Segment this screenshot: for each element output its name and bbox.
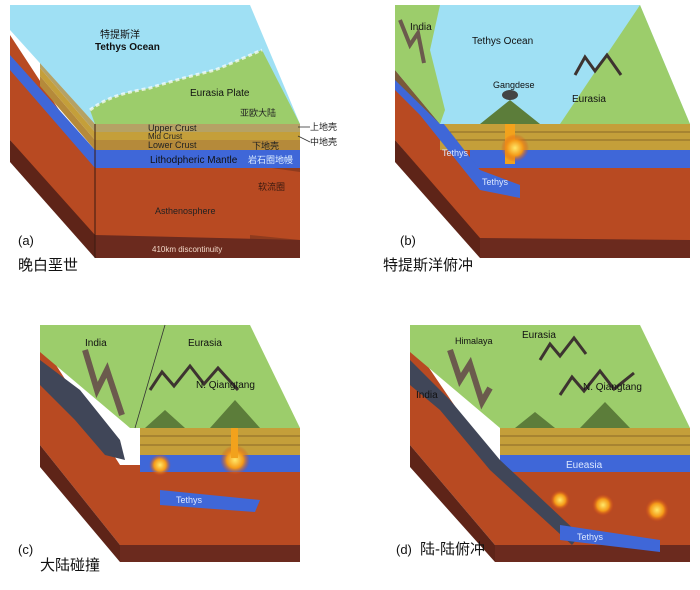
panel-d-tethys-slab xyxy=(560,525,660,552)
panel-a-lower-crust-label: Lower Crust xyxy=(148,140,197,150)
panel-a-mantle-label: Lithodpheric Mantle xyxy=(150,155,238,166)
panel-b-volcano-label: Gangdese xyxy=(493,80,535,90)
panel-d-caption: 陆-陆俯冲 xyxy=(420,541,485,558)
panel-c-id: (c) xyxy=(18,542,33,557)
panel-b-tethys-label-1: Tethys xyxy=(442,148,469,158)
panel-a-caption: 晚白垩世 xyxy=(18,257,78,274)
panel-b-caption: 特提斯洋俯冲 xyxy=(383,257,473,274)
panel-d-qiangtang-label: N. Qiangtang xyxy=(583,382,642,393)
panel-d-himalaya-label: Himalaya xyxy=(455,336,493,346)
panel-c-qiangtang-label: N. Qiangtang xyxy=(196,380,255,391)
panel-a-id: (a) xyxy=(18,233,34,248)
panel-c-caption: 大陆碰撞 xyxy=(40,556,100,574)
panel-d-qiangtang-mountains xyxy=(558,368,635,396)
panel-b-ocean-label: Tethys Ocean xyxy=(472,36,533,47)
panel-a-mid-crust xyxy=(40,68,300,140)
panel-a-tethys-en: Tethys Ocean xyxy=(95,42,160,53)
panel-d-id: (d) xyxy=(396,542,412,557)
panel-d-india-slab xyxy=(410,360,580,545)
panel-a-lower-crust-cn: 下地壳 xyxy=(252,140,279,151)
panel-b-id: (b) xyxy=(400,233,416,248)
panel-a-eurasia-land xyxy=(90,50,300,124)
panel-a-upper-crust-cn: 上地壳 xyxy=(310,121,337,132)
panel-d-eurasia-label: Eurasia xyxy=(522,330,556,341)
panel-c: India Eurasia N. Qiangtang Tethys xyxy=(40,324,300,562)
panel-d-eueasia-mantle xyxy=(500,455,690,472)
panel-a-mid-crust-cn: 中地壳 xyxy=(310,136,337,147)
panel-c-eurasia-mountains xyxy=(148,363,240,392)
panel-d-tethys-label: Tethys xyxy=(577,532,604,542)
panel-a-upper-crust-label: Upper Crust xyxy=(148,123,197,133)
panel-a-mantle-cn: 岩石圈地幔 xyxy=(248,154,293,165)
panel-d-eueasia-label: Eueasia xyxy=(566,460,603,471)
panel-b-volcano xyxy=(480,100,540,124)
panel-a-deep-layer xyxy=(95,235,300,258)
panel-c-asthenosphere xyxy=(40,340,300,545)
panel-a-plate-en: Eurasia Plate xyxy=(190,88,250,99)
panel-a-upper-crust xyxy=(40,60,300,132)
panel-b-eurasia-land xyxy=(560,5,690,124)
panel-a: 特提斯洋 Tethys Ocean Eurasia Plate 亚欧大陆 Upp… xyxy=(10,5,337,258)
panel-a-mid-crust-label: Mid Crust xyxy=(148,132,183,141)
panel-d-asthenosphere xyxy=(410,340,690,545)
panel-a-disc-label: 410km discontinuity xyxy=(152,245,222,254)
panel-c-eurasia-label: Eurasia xyxy=(188,338,222,349)
panel-d: Himalaya Eurasia India N. Qiangtang Euea… xyxy=(410,325,690,562)
panel-b-india-label: India xyxy=(410,22,432,33)
panel-a-lower-crust xyxy=(40,76,300,150)
panel-b-asthenosphere xyxy=(395,30,690,240)
panel-d-india-label: India xyxy=(416,390,438,401)
panel-b-magma-chamber xyxy=(501,134,529,162)
panel-c-tethys-label: Tethys xyxy=(176,495,203,505)
panel-c-india-wedge xyxy=(40,360,125,460)
panel-b-mountains xyxy=(573,52,623,76)
panel-a-asthen-cn: 软流圈 xyxy=(258,181,285,192)
panel-c-tethys-slab xyxy=(160,490,260,512)
panel-c-india-mountains xyxy=(82,349,125,416)
panel-d-himalaya-mountains xyxy=(447,349,493,410)
panel-a-plate-cn: 亚欧大陆 xyxy=(240,107,276,118)
panel-a-lithospheric-mantle xyxy=(10,55,300,168)
panel-b-tethys-label-2: Tethys xyxy=(482,177,509,187)
panel-b: India Tethys Ocean Gangdese Eurasia Teth… xyxy=(395,5,690,258)
panel-a-tethys-cn: 特提斯洋 xyxy=(100,28,140,41)
panel-b-eurasia-label: Eurasia xyxy=(572,94,606,105)
panel-a-asthen-label: Asthenosphere xyxy=(155,206,216,216)
panel-c-india-label: India xyxy=(85,338,107,349)
